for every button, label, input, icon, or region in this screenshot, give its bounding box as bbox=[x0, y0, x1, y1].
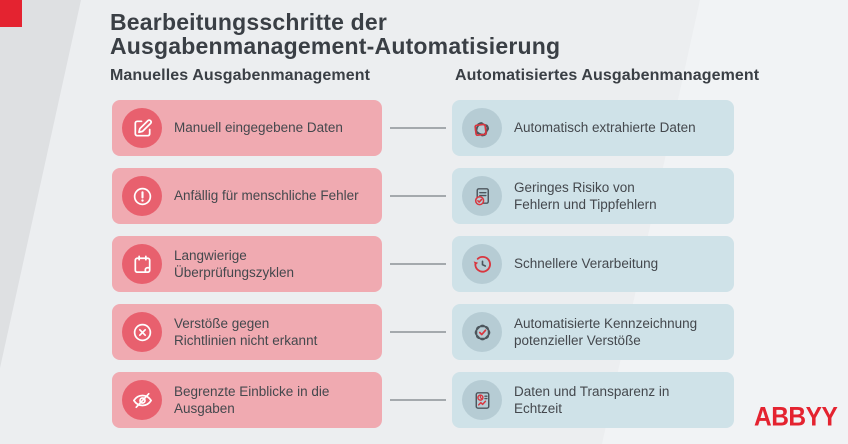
column-header-automated: Automatisiertes Ausgabenmanagement bbox=[455, 67, 760, 84]
calendar-review-icon bbox=[122, 244, 162, 284]
manual-item-text: Begrenzte Einblicke in die Ausgaben bbox=[174, 383, 330, 416]
manual-item-card: Begrenzte Einblicke in die Ausgaben bbox=[112, 372, 382, 428]
manual-item-card: Langwierige Überprüfungszyklen bbox=[112, 236, 382, 292]
automated-item-text: Automatisierte Kennzeichnung potenzielle… bbox=[514, 315, 698, 348]
column-header-manual: Manuelles Ausgabenmanagement bbox=[110, 67, 371, 84]
manual-item-card: Verstöße gegen Richtlinien nicht erkannt bbox=[112, 304, 382, 360]
clock-history-icon bbox=[462, 244, 502, 284]
automated-item-text: Automatisch extrahierte Daten bbox=[514, 120, 696, 136]
manual-item-text: Anfällig für menschliche Fehler bbox=[174, 188, 359, 204]
document-check-icon bbox=[462, 176, 502, 216]
abbyy-logo: ABBYY bbox=[754, 402, 838, 432]
page-title: Bearbeitungsschritte der Ausgabenmanagem… bbox=[110, 9, 561, 59]
x-circle-icon bbox=[122, 312, 162, 352]
automated-item-card: Daten und Transparenz in Echtzeit bbox=[452, 372, 734, 428]
automated-item-card: Geringes Risiko von Fehlern und Tippfehl… bbox=[452, 168, 734, 224]
badge-check-icon bbox=[462, 312, 502, 352]
automated-item-card: Automatisierte Kennzeichnung potenzielle… bbox=[452, 304, 734, 360]
document-capture-icon bbox=[462, 108, 502, 148]
automated-item-card: Automatisch extrahierte Daten bbox=[452, 100, 734, 156]
automated-item-text: Daten und Transparenz in Echtzeit bbox=[514, 383, 670, 416]
manual-item-text: Langwierige Überprüfungszyklen bbox=[174, 247, 295, 280]
edit-icon bbox=[122, 108, 162, 148]
comparison-row: Langwierige Überprüfungszyklen Schneller… bbox=[0, 236, 848, 292]
manual-item-card: Manuell eingegebene Daten bbox=[112, 100, 382, 156]
automated-item-text: Geringes Risiko von Fehlern und Tippfehl… bbox=[514, 179, 657, 212]
automated-item-text: Schnellere Verarbeitung bbox=[514, 256, 659, 272]
realtime-report-icon bbox=[462, 380, 502, 420]
connector-line bbox=[390, 263, 446, 265]
manual-item-text: Manuell eingegebene Daten bbox=[174, 120, 343, 136]
corner-accent bbox=[0, 0, 22, 27]
comparison-row: Begrenzte Einblicke in die Ausgaben Date… bbox=[0, 372, 848, 428]
comparison-row: Anfällig für menschliche Fehler Geringes… bbox=[0, 168, 848, 224]
connector-line bbox=[390, 195, 446, 197]
alert-circle-icon bbox=[122, 176, 162, 216]
eye-off-icon bbox=[122, 380, 162, 420]
automated-item-card: Schnellere Verarbeitung bbox=[452, 236, 734, 292]
connector-line bbox=[390, 331, 446, 333]
manual-item-text: Verstöße gegen Richtlinien nicht erkannt bbox=[174, 315, 318, 348]
connector-line bbox=[390, 399, 446, 401]
connector-line bbox=[390, 127, 446, 129]
manual-item-card: Anfällig für menschliche Fehler bbox=[112, 168, 382, 224]
comparison-row: Verstöße gegen Richtlinien nicht erkannt… bbox=[0, 304, 848, 360]
comparison-row: Manuell eingegebene Daten Automatisch ex… bbox=[0, 100, 848, 156]
